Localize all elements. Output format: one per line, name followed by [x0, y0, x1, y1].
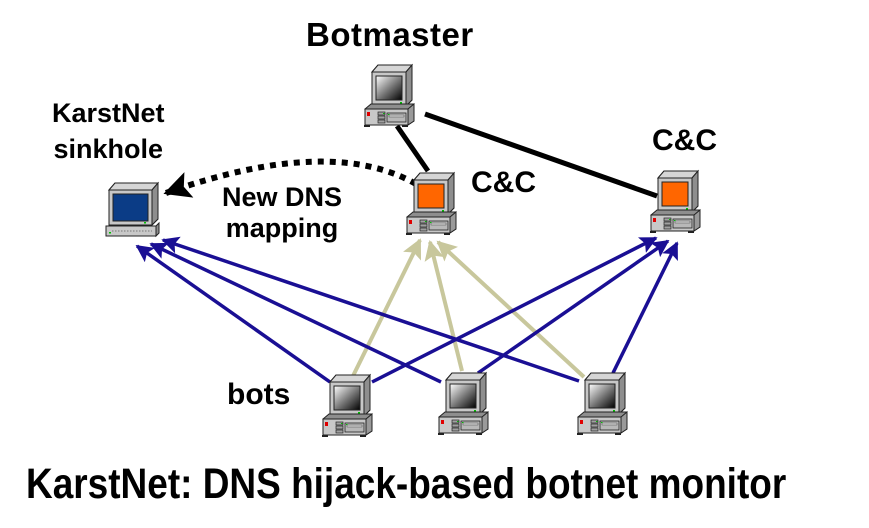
control-link-botmaster-to-cc-right — [424, 111, 658, 199]
sinkhole-label-line1: KarstNet — [52, 98, 165, 128]
botmaster-label: Botmaster — [306, 16, 474, 53]
bots-label: bots — [227, 378, 291, 411]
bot-3-computer-icon — [576, 372, 628, 436]
dns-mapping-label-line1: New DNS — [222, 182, 343, 212]
dns-mapping-label-line2: mapping — [225, 213, 339, 243]
bot2-to-cc-middle-link — [424, 240, 464, 372]
bot3-to-sinkhole-link — [161, 236, 580, 383]
sinkhole-label-line2: sinkhole — [53, 134, 164, 164]
diagram-title: KarstNet: DNS hijack-based botnet monito… — [26, 460, 787, 508]
bot2-to-cc-right-link — [477, 239, 670, 375]
dns-remap-arrow — [163, 158, 418, 198]
sinkhole-computer-icon — [105, 181, 160, 238]
bot1-to-cc-right-link — [371, 236, 658, 384]
bot1-to-sinkhole-link — [135, 244, 332, 384]
bot-1-computer-icon — [321, 374, 373, 438]
cc-middle-computer-icon — [405, 172, 457, 236]
dns-mapping-label: New DNS mapping — [222, 182, 342, 244]
bot-2-computer-icon — [437, 372, 489, 436]
bot3-to-cc-right-link — [611, 241, 679, 374]
bot3-to-cc-middle-link — [436, 240, 586, 379]
cc-right-label: C&C — [652, 124, 717, 157]
control-link-botmaster-to-cc-middle — [394, 124, 431, 173]
botmaster-computer-icon — [363, 64, 415, 128]
cc-right-computer-icon — [649, 170, 701, 234]
sinkhole-screen — [112, 193, 149, 222]
edges-layer — [135, 111, 679, 384]
cc-middle-screen — [417, 183, 445, 209]
sinkhole-label: KarstNet sinkhole — [52, 95, 165, 167]
cc-right-screen — [661, 181, 689, 207]
bot1-to-cc-middle-link — [350, 238, 422, 379]
cc-middle-label: C&C — [471, 166, 536, 199]
bot2-to-sinkhole-link — [149, 242, 442, 384]
